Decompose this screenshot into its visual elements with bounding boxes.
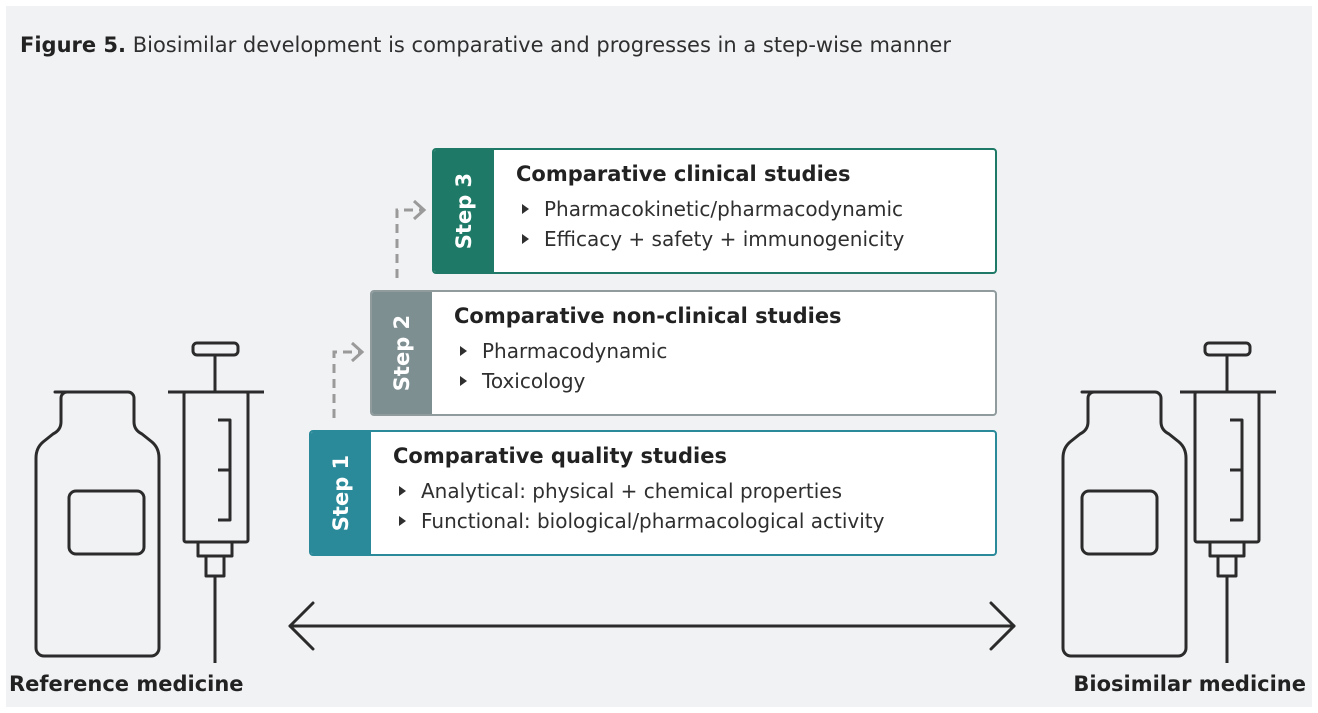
step-3-tab: Step 3 xyxy=(434,150,494,272)
step-3-list: Pharmacokinetic/pharmacodynamic Efficacy… xyxy=(516,194,987,254)
syringe-icon xyxy=(1180,341,1276,663)
step-1-card: Step 1 Comparative quality studies Analy… xyxy=(309,430,997,556)
step-3-tab-label: Step 3 xyxy=(452,172,476,250)
step-1-tab: Step 1 xyxy=(311,432,371,554)
step-1-heading: Comparative quality studies xyxy=(393,444,727,468)
step-1-tab-label: Step 1 xyxy=(329,454,353,532)
list-item: Efficacy + safety + immunogenicity xyxy=(516,224,987,254)
step-connector-arrowhead-2 xyxy=(350,341,365,363)
step-2-heading: Comparative non-clinical studies xyxy=(454,304,842,328)
step-connector-2-3 xyxy=(395,208,422,278)
syringe-icon xyxy=(168,341,264,663)
list-item: Pharmacodynamic xyxy=(454,336,987,366)
biosimilar-medicine-label: Biosimilar medicine xyxy=(1073,672,1306,696)
figure-caption-text: Biosimilar development is comparative an… xyxy=(132,33,951,57)
step-3-heading: Comparative clinical studies xyxy=(516,162,851,186)
figure-label: Figure 5. xyxy=(20,33,127,57)
step-2-card: Step 2 Comparative non-clinical studies … xyxy=(370,290,997,416)
step-2-list: Pharmacodynamic Toxicology xyxy=(454,336,987,396)
step-2-tab: Step 2 xyxy=(372,292,432,414)
figure-caption: Figure 5. Biosimilar development is comp… xyxy=(20,33,951,57)
list-item: Functional: biological/pharmacological a… xyxy=(393,506,987,536)
step-connector-1-2 xyxy=(332,350,360,418)
step-2-tab-label: Step 2 xyxy=(390,314,414,392)
list-item: Pharmacokinetic/pharmacodynamic xyxy=(516,194,987,224)
step-connector-arrowhead-3 xyxy=(412,199,427,221)
vial-icon xyxy=(1061,390,1188,658)
vial-icon xyxy=(34,390,161,658)
step-3-card: Step 3 Comparative clinical studies Phar… xyxy=(432,148,997,274)
step-1-list: Analytical: physical + chemical properti… xyxy=(393,476,987,536)
double-headed-arrow-icon xyxy=(288,601,1016,651)
list-item: Analytical: physical + chemical properti… xyxy=(393,476,987,506)
reference-medicine-label: Reference medicine xyxy=(9,672,244,696)
list-item: Toxicology xyxy=(454,366,987,396)
